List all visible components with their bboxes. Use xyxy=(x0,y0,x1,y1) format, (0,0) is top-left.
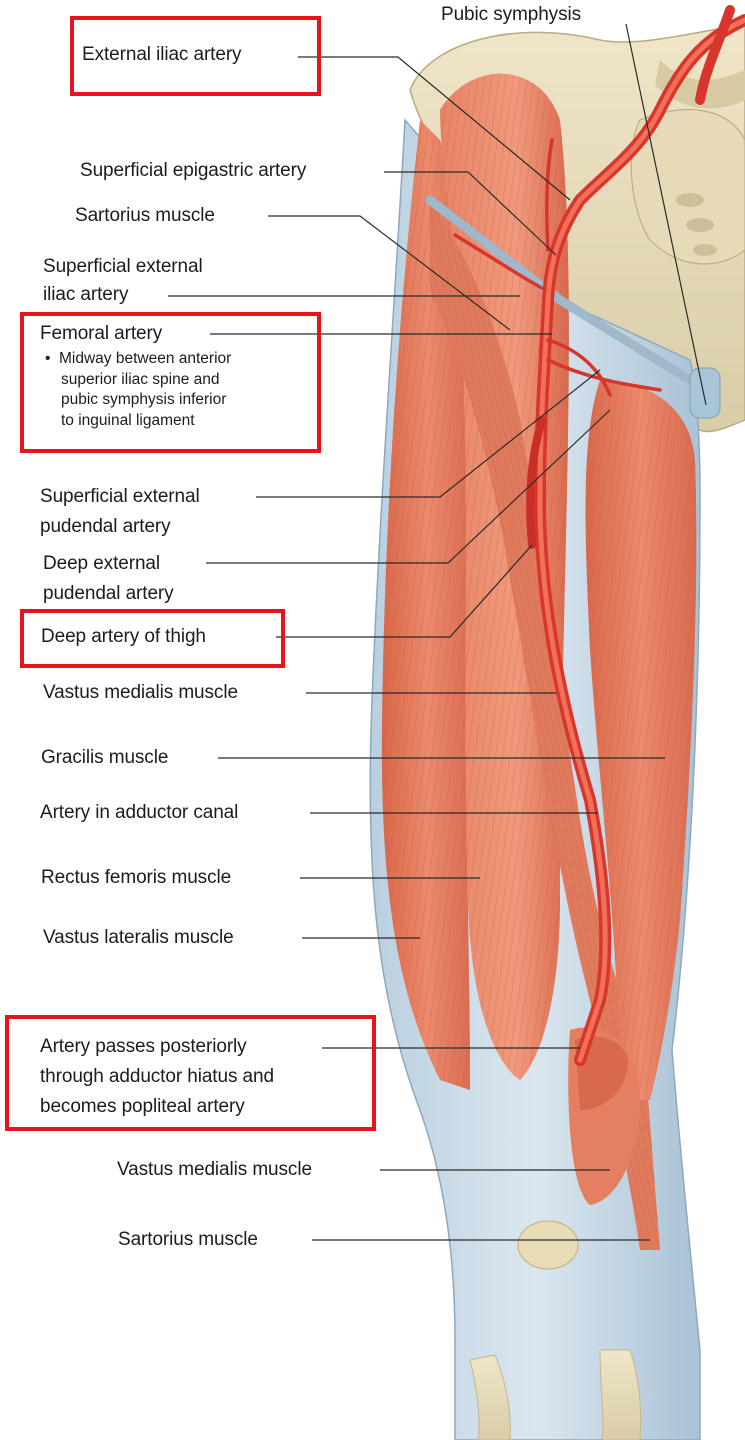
label-gracilis-muscle: Gracilis muscle xyxy=(41,743,168,773)
label-line: Superficial external xyxy=(40,482,200,512)
highlight-box-deep-artery-of-thigh xyxy=(20,609,285,668)
label-sartorius-muscle-top: Sartorius muscle xyxy=(75,201,215,231)
patella-bone xyxy=(518,1221,578,1269)
label-line: Superficial external xyxy=(43,252,203,282)
label-superficial-external-iliac-artery: Superficial external iliac artery xyxy=(43,252,203,310)
label-vastus-medialis-muscle-lower: Vastus medialis muscle xyxy=(117,1155,312,1185)
label-line: iliac artery xyxy=(43,280,203,310)
label-artery-in-adductor-canal: Artery in adductor canal xyxy=(40,798,238,828)
label-vastus-lateralis-muscle: Vastus lateralis muscle xyxy=(43,923,234,953)
label-rectus-femoris-muscle: Rectus femoris muscle xyxy=(41,863,231,893)
highlight-box-external-iliac-artery xyxy=(70,16,321,96)
label-pubic-symphysis: Pubic symphysis xyxy=(441,0,581,30)
pubic-symphysis-disc xyxy=(690,368,720,418)
highlight-box-artery-passes-posteriorly xyxy=(5,1015,376,1131)
label-superficial-epigastric-artery: Superficial epigastric artery xyxy=(80,156,306,186)
label-deep-external-pudendal-artery: Deep external pudendal artery xyxy=(43,549,174,609)
label-line: pudendal artery xyxy=(43,579,174,609)
label-line: pudendal artery xyxy=(40,512,200,542)
label-sartorius-muscle-bottom: Sartorius muscle xyxy=(118,1225,258,1255)
label-vastus-medialis-muscle-upper: Vastus medialis muscle xyxy=(43,678,238,708)
label-line: Deep external xyxy=(43,549,174,579)
label-superficial-external-pudendal-artery: Superficial external pudendal artery xyxy=(40,482,200,542)
highlight-box-femoral-artery xyxy=(20,312,321,453)
